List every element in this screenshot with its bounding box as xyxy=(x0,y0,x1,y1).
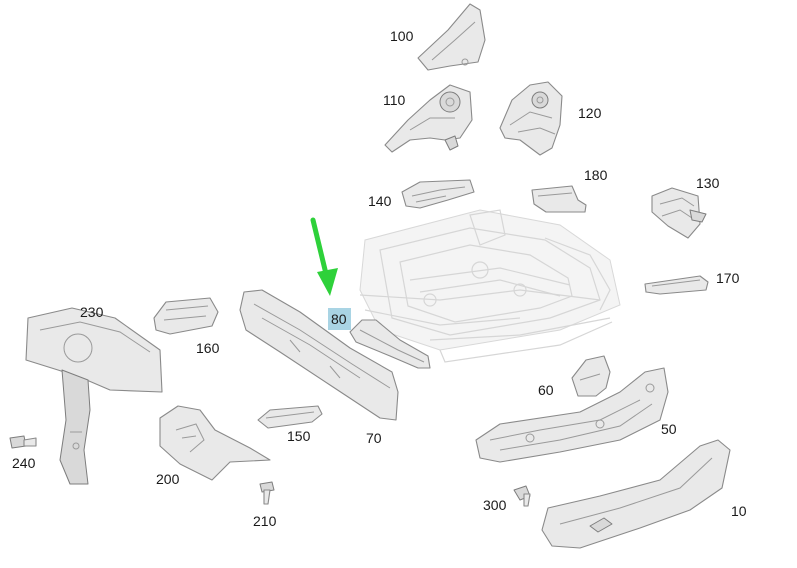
label-180[interactable]: 180 xyxy=(584,167,608,183)
label-50[interactable]: 50 xyxy=(661,421,677,437)
label-160[interactable]: 160 xyxy=(196,340,220,356)
part-50-trim[interactable] xyxy=(475,367,669,463)
label-100[interactable]: 100 xyxy=(390,28,414,44)
part-180-clip[interactable] xyxy=(531,185,587,213)
label-210[interactable]: 210 xyxy=(253,513,277,529)
label-150[interactable]: 150 xyxy=(287,428,311,444)
part-70-side-panel[interactable] xyxy=(239,289,399,421)
part-60-bracket[interactable] xyxy=(571,355,611,397)
part-130-housing[interactable] xyxy=(651,187,707,239)
label-300[interactable]: 300 xyxy=(483,497,507,513)
part-80-pad[interactable] xyxy=(349,319,431,369)
part-150-bracket[interactable] xyxy=(257,405,323,429)
label-120[interactable]: 120 xyxy=(578,105,602,121)
part-240-bolt[interactable] xyxy=(9,435,37,449)
part-110-bracket[interactable] xyxy=(384,84,473,153)
label-110[interactable]: 110 xyxy=(383,92,406,108)
part-200-plate[interactable] xyxy=(159,405,271,481)
label-80[interactable]: 80 xyxy=(331,311,347,327)
label-240[interactable]: 240 xyxy=(12,455,36,471)
part-210-bolt[interactable] xyxy=(259,481,275,505)
part-100-cover[interactable] xyxy=(417,3,486,71)
seat-frame-ghost xyxy=(359,209,621,363)
label-170[interactable]: 170 xyxy=(716,270,740,286)
part-160-bracket[interactable] xyxy=(153,297,219,335)
label-10[interactable]: 10 xyxy=(731,503,747,519)
part-170-strip[interactable] xyxy=(644,275,709,295)
label-60[interactable]: 60 xyxy=(538,382,554,398)
label-230[interactable]: 230 xyxy=(80,304,104,320)
part-300-pin[interactable] xyxy=(513,485,531,507)
label-140[interactable]: 140 xyxy=(368,193,392,209)
highlight-box-80 xyxy=(328,308,351,330)
part-10-cover[interactable] xyxy=(541,439,731,549)
label-200[interactable]: 200 xyxy=(156,471,180,487)
label-130[interactable]: 130 xyxy=(696,175,720,191)
label-70[interactable]: 70 xyxy=(366,430,382,446)
pointer-arrow-icon xyxy=(310,217,338,296)
part-120-mechanism[interactable] xyxy=(499,81,563,156)
part-230-shield[interactable] xyxy=(25,307,163,485)
part-140-guide[interactable] xyxy=(401,179,475,209)
